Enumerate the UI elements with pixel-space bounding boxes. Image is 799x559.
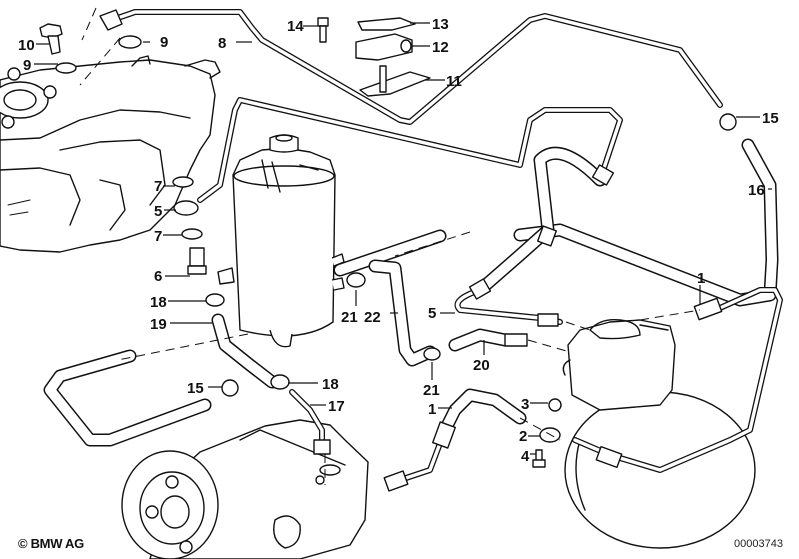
- pipe-17[interactable]: [289, 389, 331, 455]
- callout-19[interactable]: 19: [150, 316, 167, 333]
- hose-clamp-18b[interactable]: [270, 374, 290, 390]
- assembly-line: [117, 333, 249, 361]
- hose-clamp-15a[interactable]: [719, 113, 737, 131]
- callout-6[interactable]: 6: [154, 268, 162, 285]
- callout-17[interactable]: 17: [328, 398, 345, 415]
- suction-hose-19[interactable]: [211, 313, 279, 389]
- gasket-ring-7a[interactable]: [172, 176, 194, 188]
- callout-leaders: [34, 22, 772, 455]
- hose-left-loop[interactable]: [43, 349, 212, 447]
- banjo-5[interactable]: [173, 200, 199, 216]
- hose-16[interactable]: [513, 138, 779, 307]
- gasket-ring-9a[interactable]: [55, 62, 77, 74]
- oil-reservoir[interactable]: [217, 134, 345, 348]
- hose-clamp-15b[interactable]: [221, 379, 239, 397]
- hollow-bolt-6[interactable]: [187, 247, 207, 275]
- hose-clamp-21a[interactable]: [346, 272, 366, 288]
- callout-7a[interactable]: 7: [154, 178, 162, 195]
- callout-14[interactable]: 14: [287, 18, 304, 35]
- pressure-pipe-1[interactable]: [572, 287, 783, 473]
- callout-15a[interactable]: 15: [762, 110, 779, 127]
- hose-22[interactable]: [368, 259, 437, 367]
- assembly-line: [79, 7, 121, 86]
- callout-21b[interactable]: 21: [423, 382, 440, 399]
- rubber-mount-12[interactable]: [355, 33, 413, 61]
- callout-18b[interactable]: 18: [322, 376, 339, 393]
- callout-5b[interactable]: 5: [428, 305, 436, 322]
- return-pipe-8[interactable]: [99, 9, 723, 125]
- pressure-hose-1[interactable]: [383, 388, 527, 492]
- steering-gear-box[interactable]: [0, 55, 221, 253]
- callout-5a[interactable]: 5: [154, 203, 162, 220]
- callout-21a[interactable]: 21: [341, 309, 358, 326]
- gasket-ring-7b[interactable]: [181, 228, 203, 240]
- callout-13[interactable]: 13: [432, 16, 449, 33]
- callout-1a[interactable]: 1: [697, 270, 705, 287]
- callout-1b[interactable]: 1: [428, 401, 436, 418]
- hose-clamp-18a[interactable]: [205, 293, 225, 307]
- callout-9b[interactable]: 9: [160, 34, 168, 51]
- gasket-ring-9b[interactable]: [118, 35, 142, 49]
- hose-20[interactable]: [448, 328, 528, 352]
- callout-15b[interactable]: 15: [187, 380, 204, 397]
- callout-3[interactable]: 3: [521, 396, 529, 413]
- assembly-line: [394, 231, 471, 257]
- assembly-line: [639, 309, 701, 321]
- callout-18a[interactable]: 18: [150, 294, 167, 311]
- assembly-line: [527, 321, 591, 353]
- callout-12[interactable]: 12: [432, 39, 449, 56]
- nut-3[interactable]: [548, 398, 562, 412]
- copyright-notice: © BMW AG: [18, 536, 84, 551]
- bracket-13[interactable]: [357, 17, 416, 31]
- screw-14[interactable]: [317, 17, 329, 43]
- hose-clamp-21b[interactable]: [423, 347, 441, 361]
- pressure-hose-5[interactable]: [454, 146, 615, 327]
- callout-8[interactable]: 8: [218, 35, 226, 52]
- callout-7b[interactable]: 7: [154, 228, 162, 245]
- feed-pipe-5[interactable]: [197, 97, 623, 203]
- brake-booster-valve[interactable]: [562, 319, 756, 549]
- screw-4[interactable]: [532, 449, 546, 468]
- callout-10[interactable]: 10: [18, 37, 35, 54]
- callout-2[interactable]: 2: [519, 428, 527, 445]
- callout-11[interactable]: 11: [446, 73, 462, 90]
- assembly-line: [519, 417, 561, 441]
- callout-22[interactable]: 22: [364, 309, 381, 326]
- callout-9a[interactable]: 9: [23, 57, 31, 74]
- return-hose-segment[interactable]: [333, 229, 447, 277]
- callout-20[interactable]: 20: [473, 357, 490, 374]
- hollow-bolt-10[interactable]: [39, 23, 63, 55]
- document-number: 00003743: [734, 538, 783, 550]
- holder-11[interactable]: [359, 65, 431, 97]
- callout-16[interactable]: 16: [748, 182, 765, 199]
- callout-4[interactable]: 4: [521, 448, 530, 465]
- steering-pump[interactable]: [121, 419, 369, 559]
